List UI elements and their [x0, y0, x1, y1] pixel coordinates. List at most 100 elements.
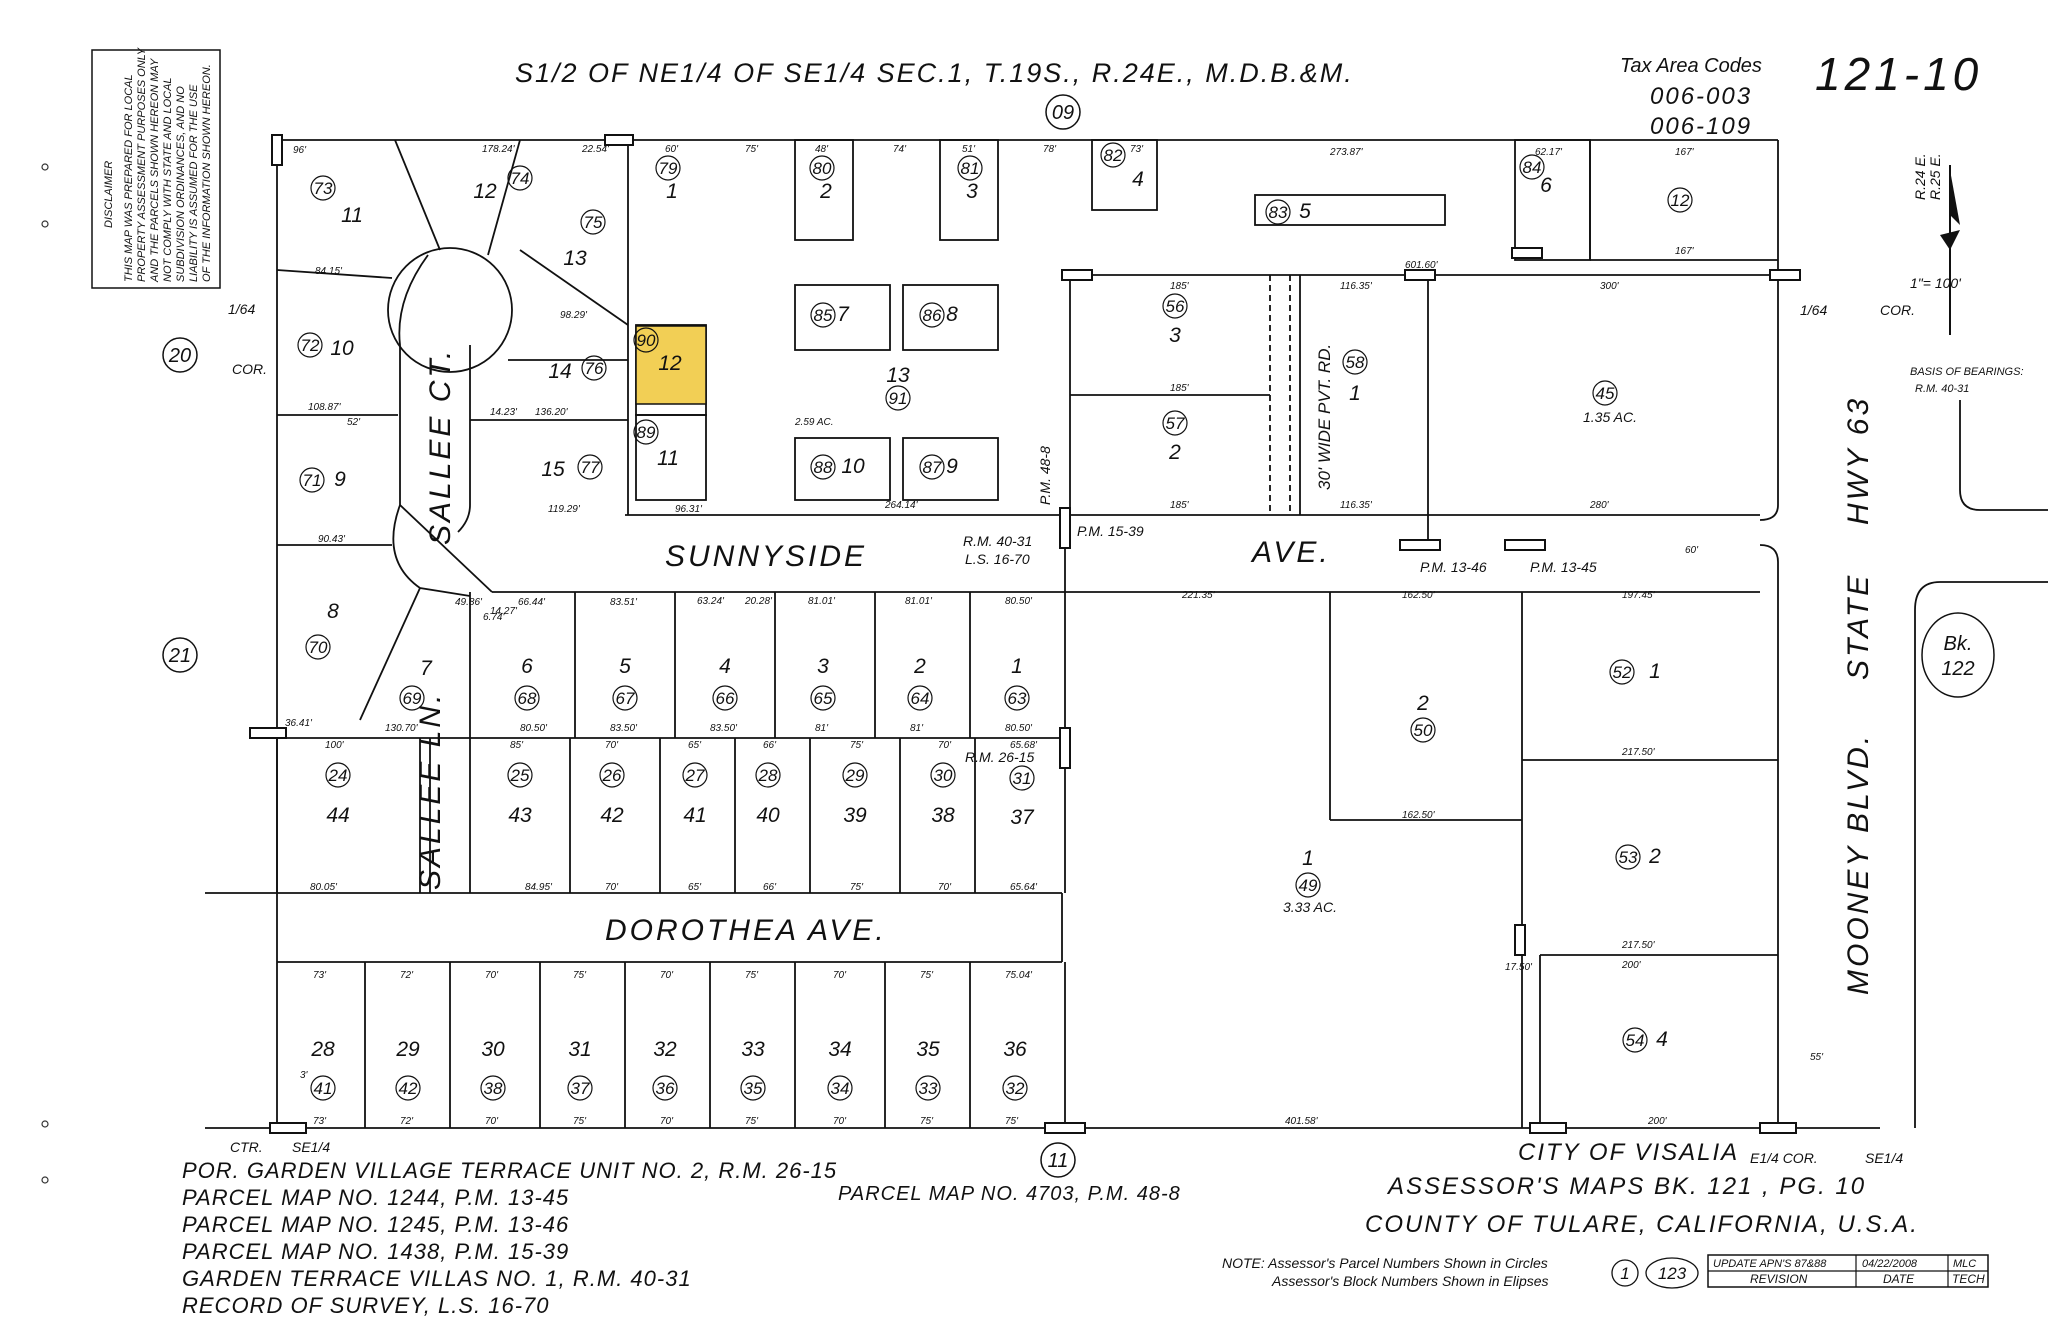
- basis-bearings-ref: R.M. 40-31: [1915, 383, 1969, 395]
- tax-code-2: 006-109: [1650, 113, 1752, 140]
- svg-text:36: 36: [656, 1079, 675, 1098]
- basis-bearings: BASIS OF BEARINGS:: [1910, 366, 2024, 378]
- svg-text:3: 3: [966, 180, 978, 203]
- svg-text:51': 51': [962, 144, 976, 155]
- block-number-left-1: 20: [168, 345, 191, 367]
- svg-text:24: 24: [328, 766, 348, 785]
- svg-text:80.50': 80.50': [1005, 596, 1033, 607]
- svg-text:273.87': 273.87': [1329, 147, 1364, 158]
- svg-text:5: 5: [619, 655, 631, 678]
- svg-text:81: 81: [961, 159, 980, 178]
- county-label: COUNTY OF TULARE, CALIFORNIA, U.S.A.: [1365, 1211, 1919, 1238]
- svg-text:57: 57: [1166, 414, 1185, 433]
- svg-text:29: 29: [845, 766, 865, 785]
- svg-text:52': 52': [347, 417, 361, 428]
- svg-text:217.50': 217.50': [1621, 940, 1656, 951]
- legend-line-3: PARCEL MAP NO. 1245, P.M. 13-46: [182, 1212, 569, 1237]
- svg-text:72: 72: [301, 336, 320, 355]
- legend-line-4: PARCEL MAP NO. 1438, P.M. 15-39: [182, 1239, 569, 1264]
- e14-cor: E1/4 COR.: [1750, 1150, 1818, 1166]
- svg-text:84.95': 84.95': [525, 882, 553, 893]
- svg-text:185': 185': [1170, 281, 1190, 292]
- street-sallee-ln: SALLEE LN.: [414, 692, 447, 890]
- disclaimer-line-7: OF THE INFORMATION SHOWN HEREON.: [201, 64, 213, 282]
- svg-text:221.35': 221.35': [1181, 590, 1216, 601]
- svg-text:31: 31: [1013, 769, 1032, 788]
- svg-text:185': 185': [1170, 383, 1190, 394]
- ref-ls1670: L.S. 16-70: [965, 551, 1030, 567]
- svg-text:82: 82: [1104, 146, 1123, 165]
- block-number-bottom: 11: [1048, 1150, 1069, 1172]
- revision-tech: MLC: [1953, 1258, 1976, 1270]
- street-dorothea: DOROTHEA: [605, 914, 799, 947]
- svg-text:28: 28: [758, 766, 778, 785]
- svg-text:1: 1: [1011, 655, 1023, 678]
- svg-text:75': 75': [920, 970, 934, 981]
- svg-text:32: 32: [1006, 1079, 1025, 1098]
- svg-text:70': 70': [605, 740, 619, 751]
- svg-text:81.01': 81.01': [905, 596, 933, 607]
- svg-text:2.59 AC.: 2.59 AC.: [794, 417, 834, 428]
- svg-text:280': 280': [1589, 500, 1610, 511]
- tech-header: TECH: [1952, 1272, 1985, 1286]
- svg-text:90: 90: [637, 331, 656, 350]
- svg-text:52: 52: [1613, 663, 1632, 682]
- svg-text:70': 70': [605, 882, 619, 893]
- disclaimer-line-3: AND THE PARCELS SHOWN HEREON MAY: [149, 58, 161, 283]
- svg-text:9: 9: [334, 468, 346, 491]
- svg-text:200': 200': [1647, 1116, 1668, 1127]
- svg-text:83.51': 83.51': [610, 597, 638, 608]
- svg-text:10: 10: [841, 455, 865, 478]
- circle-legend-value: 1: [1620, 1264, 1629, 1283]
- svg-text:75.04': 75.04': [1005, 970, 1033, 981]
- svg-text:6.74': 6.74': [483, 612, 505, 623]
- legend-line-2: PARCEL MAP NO. 1244, P.M. 13-45: [182, 1185, 569, 1210]
- svg-text:4: 4: [1656, 1028, 1668, 1051]
- svg-text:15: 15: [541, 458, 565, 481]
- svg-text:8: 8: [327, 600, 339, 623]
- date-header: DATE: [1883, 1272, 1915, 1286]
- svg-text:13: 13: [886, 364, 910, 387]
- svg-text:30: 30: [481, 1038, 505, 1061]
- svg-text:33: 33: [741, 1038, 765, 1061]
- svg-text:66': 66': [763, 740, 777, 751]
- svg-text:62.17': 62.17': [1535, 147, 1563, 158]
- svg-text:75': 75': [1005, 1116, 1019, 1127]
- ellipse-legend-value: 123: [1658, 1264, 1687, 1283]
- svg-text:31: 31: [568, 1038, 591, 1061]
- svg-text:70': 70': [938, 740, 952, 751]
- svg-text:217.50': 217.50': [1621, 747, 1656, 758]
- svg-text:3: 3: [1169, 324, 1181, 347]
- svg-text:70': 70': [833, 970, 847, 981]
- svg-text:42: 42: [600, 804, 624, 827]
- svg-text:14.23': 14.23': [490, 407, 518, 418]
- private-road: 30' WIDE PVT. RD.: [1315, 344, 1334, 490]
- parcel-map-4703: PARCEL MAP NO. 4703, P.M. 48-8: [838, 1183, 1181, 1205]
- svg-text:167': 167': [1675, 147, 1695, 158]
- svg-text:116.35': 116.35': [1340, 500, 1373, 511]
- ctr-label: CTR.: [230, 1139, 263, 1155]
- svg-text:64: 64: [911, 689, 930, 708]
- street-sallee-ct: SALLEE CT.: [424, 348, 457, 545]
- highlighted-parcel-12: [635, 325, 707, 405]
- svg-text:26: 26: [602, 766, 622, 785]
- svg-text:601.60': 601.60': [1405, 260, 1439, 271]
- svg-text:91: 91: [889, 389, 908, 408]
- svg-text:7: 7: [420, 657, 433, 680]
- assessor-label: ASSESSOR'S MAPS BK. 121 , PG. 10: [1386, 1173, 1866, 1200]
- svg-text:79: 79: [659, 159, 678, 178]
- legend-line-5: GARDEN TERRACE VILLAS NO. 1, R.M. 40-31: [182, 1266, 692, 1291]
- svg-text:130.70': 130.70': [385, 723, 419, 734]
- ref-pm1345: P.M. 13-45: [1530, 559, 1597, 575]
- svg-text:8: 8: [946, 303, 958, 326]
- circle-legend-icon: [1611, 1259, 1639, 1287]
- svg-text:1: 1: [1349, 382, 1361, 405]
- svg-text:75': 75': [920, 1116, 934, 1127]
- svg-text:1: 1: [1302, 847, 1314, 870]
- svg-text:37: 37: [1010, 806, 1035, 829]
- svg-text:33: 33: [919, 1079, 938, 1098]
- block-number-left-2: 21: [168, 645, 191, 667]
- svg-text:75': 75': [745, 970, 759, 981]
- svg-text:6: 6: [1540, 174, 1552, 197]
